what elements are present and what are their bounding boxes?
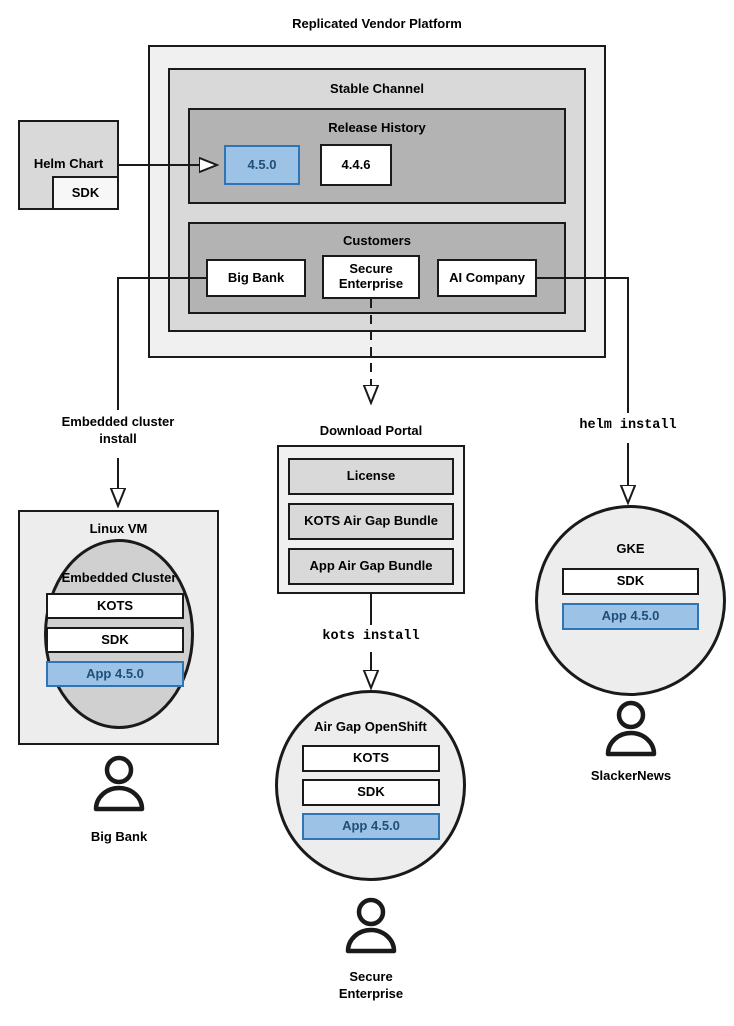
gke-circle: GKE bbox=[535, 505, 726, 696]
stable-channel-title: Stable Channel bbox=[330, 81, 424, 96]
gke-title: GKE bbox=[616, 541, 645, 556]
target-customer-big-bank: Big Bank bbox=[90, 829, 148, 844]
customer-big-bank[interactable]: Big Bank bbox=[206, 259, 306, 297]
air-gap-openshift-title: Air Gap OpenShift bbox=[314, 719, 427, 734]
helm-chart-sdk-box[interactable]: SDK bbox=[52, 176, 119, 210]
release-history-title: Release History bbox=[328, 120, 426, 135]
embedded-cluster-install-label: Embedded cluster install bbox=[61, 414, 175, 446]
gke-component-sdk[interactable]: SDK bbox=[562, 568, 699, 595]
download-portal-title: Download Portal bbox=[319, 423, 423, 438]
openshift-component-kots[interactable]: KOTS bbox=[302, 745, 440, 772]
linux-vm-component-sdk[interactable]: SDK bbox=[46, 627, 184, 653]
person-icon bbox=[93, 755, 145, 812]
linux-vm-component-kots[interactable]: KOTS bbox=[46, 593, 184, 619]
customer-ai-company[interactable]: AI Company bbox=[437, 259, 537, 297]
portal-artifact-app-air-gap-bundle[interactable]: App Air Gap Bundle bbox=[288, 548, 454, 585]
gke-component-app[interactable]: App 4.5.0 bbox=[562, 603, 699, 630]
helm-install-label: helm install bbox=[579, 418, 677, 433]
helm-chart-label: Helm Chart bbox=[33, 156, 104, 171]
linux-vm-title: Linux VM bbox=[89, 521, 148, 536]
target-customer-secure-enterprise: Secure Enterprise bbox=[338, 969, 404, 1001]
person-icon bbox=[345, 897, 397, 954]
avatar-secure-enterprise bbox=[341, 897, 401, 960]
kots-install-label: kots install bbox=[322, 629, 420, 644]
avatar-big-bank bbox=[89, 755, 149, 818]
customer-secure-enterprise[interactable]: Secure Enterprise bbox=[322, 255, 420, 299]
release-4.5.0[interactable]: 4.5.0 bbox=[224, 145, 300, 185]
embedded-cluster-title: Embedded Cluster bbox=[61, 570, 177, 585]
diagram-title: Replicated Vendor Platform bbox=[292, 16, 462, 31]
release-4.4.6[interactable]: 4.4.6 bbox=[320, 144, 392, 186]
linux-vm-component-app[interactable]: App 4.5.0 bbox=[46, 661, 184, 687]
target-customer-slackernews: SlackerNews bbox=[590, 768, 672, 783]
openshift-component-sdk[interactable]: SDK bbox=[302, 779, 440, 806]
openshift-component-app[interactable]: App 4.5.0 bbox=[302, 813, 440, 840]
customers-title: Customers bbox=[343, 233, 411, 248]
portal-artifact-kots-air-gap-bundle[interactable]: KOTS Air Gap Bundle bbox=[288, 503, 454, 540]
person-icon bbox=[605, 700, 657, 757]
portal-artifact-license[interactable]: License bbox=[288, 458, 454, 495]
avatar-slackernews bbox=[601, 700, 661, 763]
